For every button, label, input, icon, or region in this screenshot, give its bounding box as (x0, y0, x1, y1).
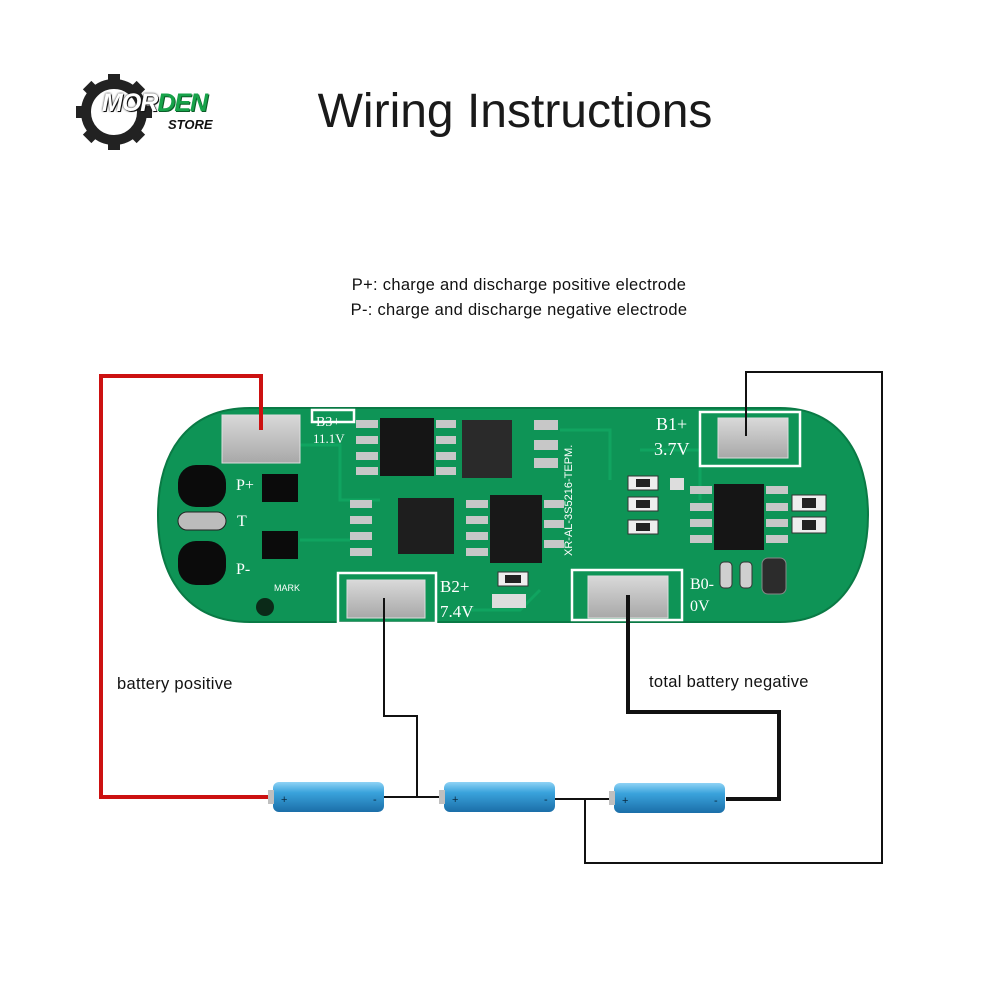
legend-p-plus: P+: charge and discharge positive electr… (351, 276, 687, 294)
ic-chips (350, 418, 788, 563)
logo-wordmark: MORDEN (102, 88, 208, 118)
battery-2-plus: + (452, 794, 458, 806)
battery-3-plus: + (622, 795, 628, 807)
silk-t: T (237, 513, 247, 530)
silk-model: XR-AL-3S5216-TEPM. (563, 445, 575, 556)
silk-b2-voltage: 7.4V (440, 602, 474, 621)
b2-silk-box (336, 571, 438, 625)
silk-b2: B2+ (440, 577, 469, 596)
label-battery-positive: battery positive (117, 675, 233, 693)
b3-silk-box (310, 408, 356, 424)
battery-2-minus: - (544, 794, 548, 806)
wire-b2 (383, 598, 418, 797)
mark-hole (256, 598, 274, 616)
battery-cell-3: + - (609, 783, 725, 813)
legend-p-minus: P-: charge and discharge negative electr… (350, 301, 688, 319)
silk-b1: B1+ (656, 414, 687, 434)
battery-3-minus: - (714, 795, 718, 807)
wires (99, 371, 883, 864)
logo-subtext: STORE (168, 117, 213, 132)
gear-icon (76, 74, 152, 150)
wire-battery-positive (99, 374, 272, 799)
pad-p-minus (178, 541, 226, 585)
silk-b0-voltage: 0V (690, 598, 710, 615)
pad-t (177, 511, 227, 531)
pad-b1 (717, 417, 789, 459)
page-title: Wiring Instructions (317, 85, 713, 138)
pcb-board: B3+ 11.1V B1+ 3.7V B2+ 7.4V B0- 0V P+ T … (156, 407, 870, 625)
b1-silk-box (698, 410, 802, 468)
silk-mark: MARK (274, 583, 300, 593)
wire-total-negative (626, 595, 781, 801)
logo-text-primary: MOR (102, 89, 158, 117)
brand-logo: MORDEN STORE (76, 74, 236, 150)
silk-p-plus: P+ (236, 477, 254, 494)
logo-text-accent: DEN (157, 89, 208, 117)
wire-b1 (584, 371, 883, 864)
battery-1-minus: - (373, 794, 377, 806)
battery-cell-2: + - (439, 782, 555, 812)
pad-b2 (346, 579, 426, 619)
silk-b3: B3+ (316, 415, 340, 430)
battery-pack: + - + - + - (268, 782, 725, 813)
silk-p-minus: P- (236, 561, 250, 578)
silk-b0: B0- (690, 576, 714, 593)
pad-p-minus-small (262, 531, 298, 559)
pad-p-plus (178, 465, 226, 507)
silk-b1-voltage: 3.7V (654, 439, 690, 459)
battery-cell-1: + - (268, 782, 384, 812)
label-total-battery-negative: total battery negative (649, 673, 809, 691)
pad-p-plus-small (262, 474, 298, 502)
battery-1-plus: + (281, 794, 287, 806)
silk-b3-voltage: 11.1V (313, 431, 345, 446)
smd-components (492, 475, 827, 608)
